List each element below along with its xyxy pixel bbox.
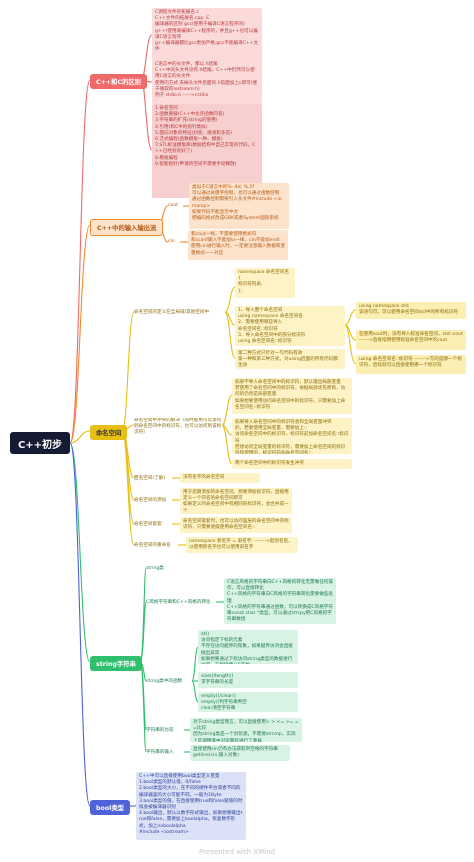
note-cin: 和cout一样，不需要使用格式符 和scanf输入不能加\n一样，cin不能加e…	[188, 230, 288, 260]
branch-namespace[interactable]: 命名空间	[90, 425, 128, 440]
label-string-convert: C风格字符串和C++风格的转化	[146, 600, 211, 605]
root-topic[interactable]: C++初步	[10, 432, 70, 454]
note-file-extensions: C源程文件的拓展名.c C++文件的拓展名.cpp .C 编译器的区别 gcc(…	[152, 8, 262, 63]
footer-watermark: Presented with XMind	[199, 848, 275, 856]
note-string-size: size()/length() 求字符串的长度	[198, 672, 298, 688]
label-namespace-nest: 命名空间嵌套	[134, 522, 162, 527]
label-namespace-alias: 命名空间的重命名	[134, 543, 171, 548]
label-string-functions: string类中的函数	[146, 679, 183, 684]
note-namespace-nest: 命名空间嵌套时，也可以访问里层的命名空间中的标识符，只需要逐级使用命名空间名::	[180, 517, 292, 533]
note-namespace-add: 用于后期添加的命名空间，想要添加标识符，直接用定义一个同名的命名空间即可 如果定…	[180, 488, 292, 514]
branch-string[interactable]: string字符串	[90, 656, 142, 671]
note-std-1: using namespace std; 该语句可，可以使用命名空间std中的所…	[356, 302, 466, 319]
note-namespace-use: 1、导入整个命名空间 using namespace 命名空间名 2、需要使用哪…	[235, 306, 345, 346]
label-cout: cout	[168, 203, 179, 208]
note-conflict-global: 如果导入命名空间中的标识符会和全局变量冲突 的，若要使用全局变量，需要加上:: …	[232, 418, 352, 454]
label-cin: cin	[168, 239, 175, 244]
note-cpp-features: 1.命名空间 2.函数重载(C++中允许函数同名) 3.字符串的扩充(strin…	[152, 104, 262, 198]
label-anonymous-namespace: 匿名空间(了解)	[134, 476, 166, 481]
branch-cpp-vs-c[interactable]: C++和C的区别	[90, 74, 147, 89]
note-string-empty: empty()/clear() empty()判字符串判空 clear清空字符串	[198, 692, 298, 712]
label-namespace-add: 命名空间的添加	[134, 498, 167, 503]
label-string-class: string类	[146, 566, 164, 571]
note-string-input: 直接使用cin仍有办法获取带空格的字符串 getline(cin,输入对象)	[190, 745, 290, 761]
branch-bool[interactable]: bool类型	[90, 800, 130, 815]
label-namespace-conflict: 命名空间中冲突的解决（同时能用可以访问到命名空间中的标识符，也可以访问到该标识符…	[134, 418, 222, 434]
note-namespace-scope: 第二种方式只针对一句代码有效 第一种和第三种方式，对using后面的所有代码都生…	[235, 349, 345, 369]
note-header-files: C语言中的头文件，都以.h结尾 C++中的头文件没有.h结尾，C++中仍然可以使…	[152, 60, 262, 104]
note-cout: 类似于C语言中的%.-4d, %.2f 可以通过关键字控制，也可以通过函数控制 …	[189, 183, 289, 229]
label-string-compare: 字符串的比较	[146, 728, 174, 733]
label-string-input: 字符串的输入	[146, 750, 174, 755]
note-string-at: at() 访问指定下标的元素 不存在访问越界的现象，如果越界访问会直接抛出异常 …	[198, 630, 298, 664]
note-string-convert: C语言风格的字符串向C++风格的转化无需做任何操作，可以直接转化 C++风格的字…	[224, 578, 336, 624]
note-conflict-two: 两个命名空间中的标识符发生冲突	[232, 459, 352, 469]
note-string-compare: 对于string类型而言，可以直接使用< > <= >= ==比较 因为stri…	[190, 718, 302, 742]
note-namespace-syntax: namespace 命名空间名 { 标识符列表; };	[235, 268, 295, 298]
label-namespace-define: 命名空间的定义在全局域/其他空间中	[134, 310, 210, 315]
note-bool: C++中可以直接使用bool类型定义变量 1.bool类型的默认值，0/fals…	[136, 772, 246, 840]
note-anonymous: 没有名字的命名空间	[180, 473, 260, 483]
branch-io-stream[interactable]: C++中的输入输出流	[90, 219, 164, 236]
note-namespace-alias: namespace 新名字 = 旧名字; ------->起别名后，以使用新名字…	[186, 537, 298, 553]
note-std-3: using 命名空间名::标识符 ------->写的是哪一个标识符，后续就可以…	[356, 355, 466, 374]
note-std-2: 在使用cout时，没有导入标准命名空间，std::cout ------>直接指…	[356, 330, 466, 350]
note-conflict-local: 如果不导入命名空间中的标识符，默认输出局部变量 若使用了命名空间中的标识符，依据…	[232, 378, 352, 414]
